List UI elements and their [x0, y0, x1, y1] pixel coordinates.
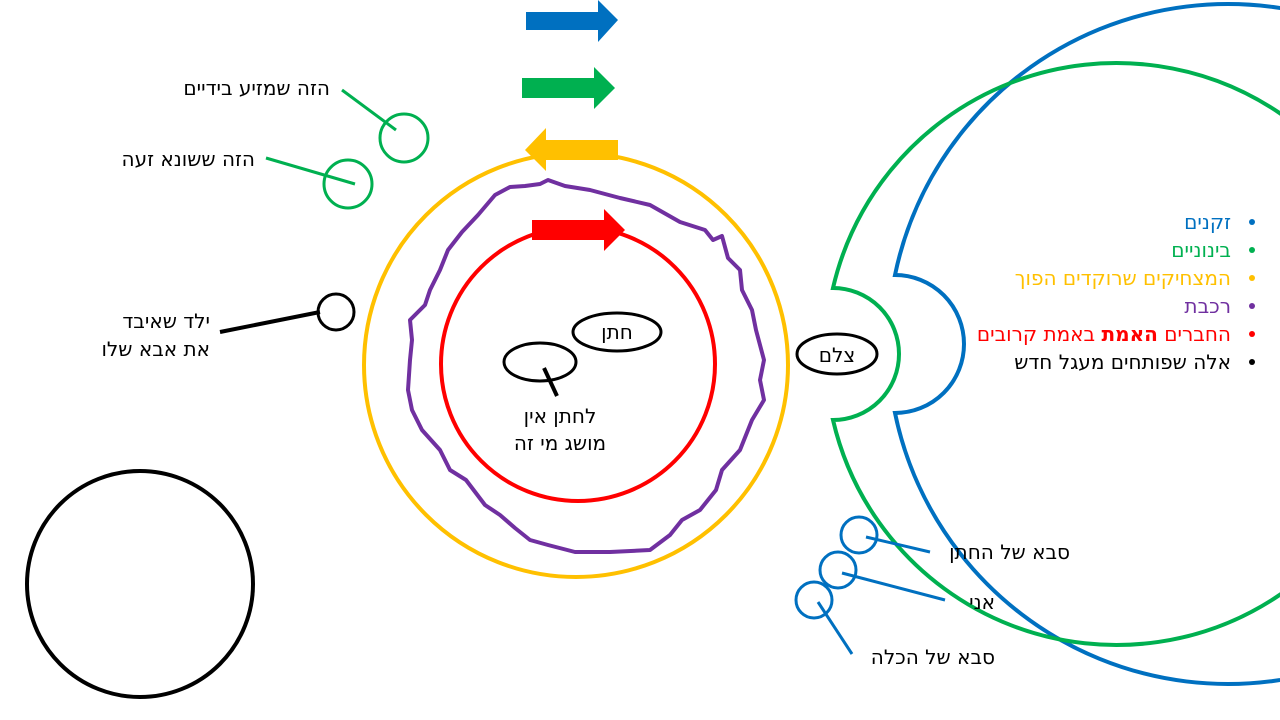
red-arrow-right: [532, 209, 625, 251]
hates-sweat-connector: [265, 156, 356, 186]
hates-sweat-label: הזה ששונא זעה: [121, 147, 255, 171]
lost-child-circle: [316, 292, 356, 332]
groom-grandpa-circle: [839, 515, 879, 555]
groom-grandpa-connector: [865, 535, 931, 554]
hatan-label: חתן: [601, 320, 633, 344]
bride-grandpa-label: סבא של הכלה: [870, 645, 995, 669]
me-connector: [841, 571, 946, 602]
sweaty-hands-connector: [341, 88, 397, 132]
lost-child-line1: ילד שאיבד: [122, 309, 210, 333]
blue-arrow-right: [526, 0, 618, 42]
bullet-icon: [1249, 303, 1255, 309]
hates-sweat-circle: [322, 158, 374, 210]
hatan-note-line1: לחתן אין: [523, 404, 597, 428]
legend-text: המצחיקים שרוקדים הפוך: [1014, 266, 1231, 290]
bullet-icon: [1249, 331, 1255, 337]
legend-item-zkenim: זקנים: [960, 208, 1255, 236]
blue-ring: [892, 2, 1280, 686]
lost-child-connector: [219, 310, 321, 334]
me-label: אני: [969, 590, 995, 614]
hatan-note-line2: מושג מי זה: [513, 431, 607, 455]
tzelem-ellipse: [795, 332, 879, 376]
legend-text: זקנים: [1184, 210, 1231, 234]
tzelem-label: צלם: [818, 343, 856, 367]
red-ring: [439, 225, 717, 503]
legend-text: רכבת: [1184, 294, 1231, 318]
bullet-icon: [1249, 275, 1255, 281]
sweaty-hands-label: הזה שמזיע בידיים: [183, 76, 330, 100]
legend-text-post: באמת קרובים: [976, 322, 1102, 346]
yellow-arrow-left: [525, 128, 618, 171]
legend-item-beinoniim: בינוניים: [960, 236, 1255, 264]
bullet-icon: [1249, 359, 1255, 365]
purple-ring: [406, 178, 766, 554]
legend-text-strong: האמת: [1101, 322, 1158, 346]
lost-child-line2: את אבא שלו: [101, 337, 210, 361]
legend-item-chaverim: החברים האמת באמת קרובים: [960, 320, 1255, 348]
green-arrow-right: [522, 67, 615, 109]
hatan-note-ellipse: [502, 341, 578, 383]
legend-item-new-circle: אלה שפותחים מעגל חדש: [960, 348, 1255, 376]
legend-item-rokdim: המצחיקים שרוקדים הפוך: [960, 264, 1255, 292]
legend-item-rakevet: רכבת: [960, 292, 1255, 320]
legend: זקנים בינוניים המצחיקים שרוקדים הפוך רכב…: [960, 208, 1255, 376]
green-ring: [830, 61, 1280, 647]
new-circle: [25, 469, 255, 699]
groom-grandpa-label: סבא של החתן: [949, 540, 1070, 564]
bullet-icon: [1249, 219, 1255, 225]
legend-text-pre: החברים: [1157, 322, 1231, 346]
hatan-note-connector: [542, 367, 559, 397]
me-circle: [818, 550, 858, 590]
sweaty-hands-circle: [378, 112, 430, 164]
legend-text: בינוניים: [1171, 238, 1231, 262]
bullet-icon: [1249, 247, 1255, 253]
legend-text: החברים האמת באמת קרובים: [977, 322, 1231, 346]
bride-grandpa-connector: [816, 601, 854, 655]
legend-text: אלה שפותחים מעגל חדש: [1014, 350, 1231, 374]
bride-grandpa-circle: [794, 580, 834, 620]
hatan-ellipse: [571, 311, 663, 353]
